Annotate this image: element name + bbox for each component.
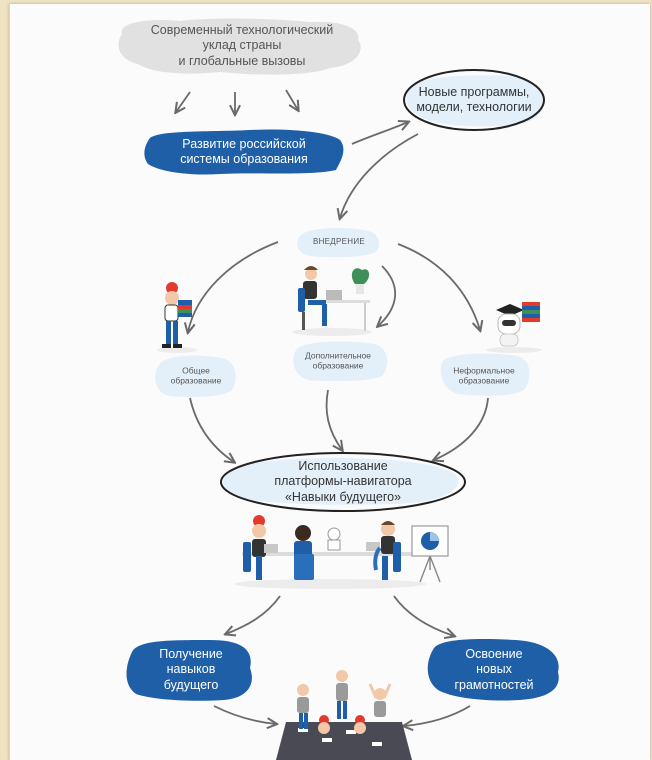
development-label: Развитие российской системы образования [180,136,308,166]
arrow-implementation-additional [378,265,397,326]
group-celebrating-icon [276,670,412,760]
new-literacies-label: Освоение новых грамотностей [454,647,534,692]
new-literacies-blob [427,638,559,701]
arrow-additional-platform [325,389,342,450]
robot-graduate-icon [486,302,542,353]
future-skills-blob [126,640,252,701]
arrow-implementation-general [188,241,279,332]
platform-ellipse [220,452,466,512]
arrow-team-literacies [393,595,454,636]
arrow-development-programs [351,122,408,145]
new-programs-ellipse [403,69,545,131]
person-at-laptop-icon [292,266,372,336]
diagram-canvas [118,18,559,760]
arrow-tech-right [285,89,298,110]
new-programs-label: Новые программы, модели, технологии [416,84,532,114]
future-skills-label: Получение навыков будущего [159,647,223,692]
team-at-desks-icon [234,515,426,589]
student-with-books-icon [157,282,197,353]
informal-education-label: Неформальное образование [453,365,515,386]
arrow-tech-left [176,91,191,112]
arrow-implementation-informal [397,243,480,330]
platform-label: Использование платформы-навигатора «Навы… [274,459,412,504]
development-blob [144,129,344,175]
informal-education-cloud [440,353,530,396]
tech-order-cloud [118,18,361,75]
new-programs-cloud [406,75,543,127]
implementation-cloud [297,228,380,258]
diagram-frame: Современный технологический уклад страны… [9,4,650,760]
implementation-label: ВНЕДРЕНИЕ [312,237,366,247]
arrow-literacies-group [404,705,471,726]
arrow-skills-group [213,705,276,724]
arrow-general-platform [189,397,234,462]
arrow-informal-platform [434,397,489,460]
tech-order-label: Современный технологический уклад страны… [150,23,334,68]
additional-education-cloud [293,341,388,382]
platform-cloud [223,458,459,505]
arrow-team-skills [226,595,281,634]
arrow-programs-implementation [340,133,419,218]
additional-education-label: Дополнительное образование [305,350,371,371]
general-education-cloud [155,355,236,398]
general-education-label: Общее образование [170,365,222,386]
presentation-board-icon [411,525,449,583]
